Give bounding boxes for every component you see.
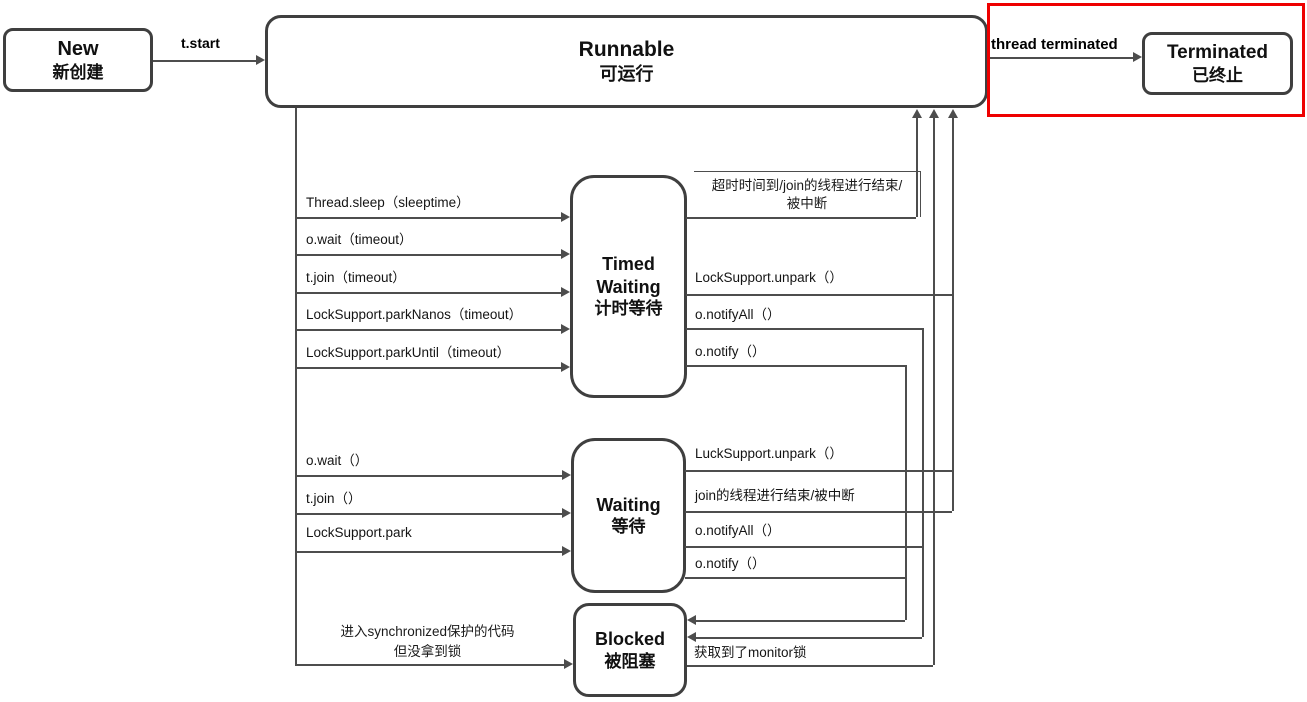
arrowhead-right-icon — [256, 55, 265, 65]
state-box-new: New 新创建 — [3, 28, 153, 92]
transition-label: LockSupport.unpark（） — [695, 270, 843, 285]
state-subtitle: 等待 — [611, 517, 646, 537]
state-title: New — [57, 37, 99, 60]
arrowhead-left-icon — [687, 615, 696, 625]
highlight-rectangle — [987, 3, 1305, 117]
connector-line — [905, 365, 907, 620]
transition-label: o.wait（） — [306, 453, 369, 468]
transition-label: t.join（） — [306, 491, 362, 506]
state-title: Terminated — [1166, 42, 1268, 63]
transition-label: LockSupport.park — [306, 525, 412, 540]
connector-line — [295, 329, 562, 331]
arrowhead-left-icon — [687, 632, 696, 642]
connector-line — [686, 217, 916, 219]
connector-line — [295, 551, 563, 553]
connector-line — [685, 546, 922, 548]
connector-line — [686, 365, 905, 367]
arrowhead-right-icon — [561, 362, 570, 372]
arrowhead-right-icon — [561, 249, 570, 259]
connector-line — [295, 513, 563, 515]
connector-line — [686, 294, 952, 296]
state-title: Runnable — [578, 38, 675, 62]
transition-label: LockSupport.parkNanos（timeout） — [306, 307, 523, 322]
connector-line — [295, 292, 562, 294]
transition-label-thread-terminated: thread terminated — [991, 36, 1118, 53]
state-subtitle: 计时等待 — [594, 299, 663, 319]
label-line-2: 被中断 — [786, 195, 828, 211]
transition-label: o.wait（timeout） — [306, 232, 413, 247]
state-subtitle: 可运行 — [599, 64, 654, 85]
connector-line — [295, 475, 563, 477]
connector-line — [295, 664, 565, 666]
connector-line — [933, 116, 935, 665]
arrowhead-right-icon — [1133, 52, 1142, 62]
state-title: Timed Waiting — [596, 254, 661, 297]
connector-line — [922, 328, 924, 637]
state-title: Waiting — [596, 494, 661, 515]
arrowhead-right-icon — [562, 508, 571, 518]
state-box-timed-waiting: Timed Waiting 计时等待 — [570, 175, 687, 398]
arrowhead-right-icon — [562, 470, 571, 480]
arrowhead-right-icon — [564, 659, 573, 669]
connector-line — [916, 116, 918, 217]
transition-label-t-start: t.start — [181, 35, 220, 51]
transition-label: LockSupport.parkUntil（timeout） — [306, 345, 511, 360]
connector-line — [990, 57, 1133, 59]
arrowhead-up-icon — [948, 109, 958, 118]
state-subtitle: 新创建 — [52, 62, 104, 82]
arrowhead-right-icon — [561, 324, 570, 334]
connector-line — [686, 328, 922, 330]
transition-label: o.notifyAll（） — [695, 523, 781, 538]
connector-line — [952, 116, 954, 511]
state-box-waiting: Waiting 等待 — [571, 438, 686, 593]
connector-line — [685, 511, 952, 513]
connector-line — [295, 367, 562, 369]
connector-line — [295, 254, 562, 256]
connector-line — [695, 620, 905, 622]
transition-label: o.notifyAll（） — [695, 307, 781, 322]
arrowhead-right-icon — [561, 287, 570, 297]
transition-label-blocked-to-runnable: 获取到了monitor锁 — [694, 645, 807, 660]
state-box-runnable: Runnable 可运行 — [265, 15, 988, 108]
transition-label: o.notify（） — [695, 556, 766, 571]
transition-label-to-blocked: 进入synchronized保护的代码 但没拿到锁 — [300, 622, 555, 663]
state-box-blocked: Blocked 被阻塞 — [573, 603, 687, 697]
connector-line — [685, 470, 952, 472]
label-line-1: 进入synchronized保护的代码 — [340, 624, 515, 639]
label-line-2: 但没拿到锁 — [393, 644, 462, 660]
connector-line — [295, 108, 297, 665]
arrowhead-up-icon — [929, 109, 939, 118]
arrowhead-up-icon — [912, 109, 922, 118]
connector-line — [685, 577, 905, 579]
connector-line — [687, 665, 933, 667]
arrowhead-right-icon — [562, 546, 571, 556]
transition-label: join的线程进行结束/被中断 — [695, 488, 855, 503]
connector-line — [153, 60, 257, 62]
transition-label: o.notify（） — [695, 344, 766, 359]
state-box-terminated: Terminated 已终止 — [1142, 32, 1293, 95]
transition-label: LuckSupport.unpark（） — [695, 446, 843, 461]
state-subtitle: 已终止 — [1192, 65, 1243, 85]
transition-label: Thread.sleep（sleeptime） — [306, 195, 470, 210]
transition-label: t.join（timeout） — [306, 270, 406, 285]
label-line-1: 超时时间到/join的线程进行结束/ — [711, 177, 903, 193]
state-title: Blocked — [594, 629, 666, 650]
state-subtitle: 被阻塞 — [604, 651, 656, 671]
arrowhead-right-icon — [561, 212, 570, 222]
transition-label-timed-to-runnable: 超时时间到/join的线程进行结束/ 被中断 — [694, 171, 921, 217]
connector-line — [295, 217, 562, 219]
connector-line — [695, 637, 922, 639]
